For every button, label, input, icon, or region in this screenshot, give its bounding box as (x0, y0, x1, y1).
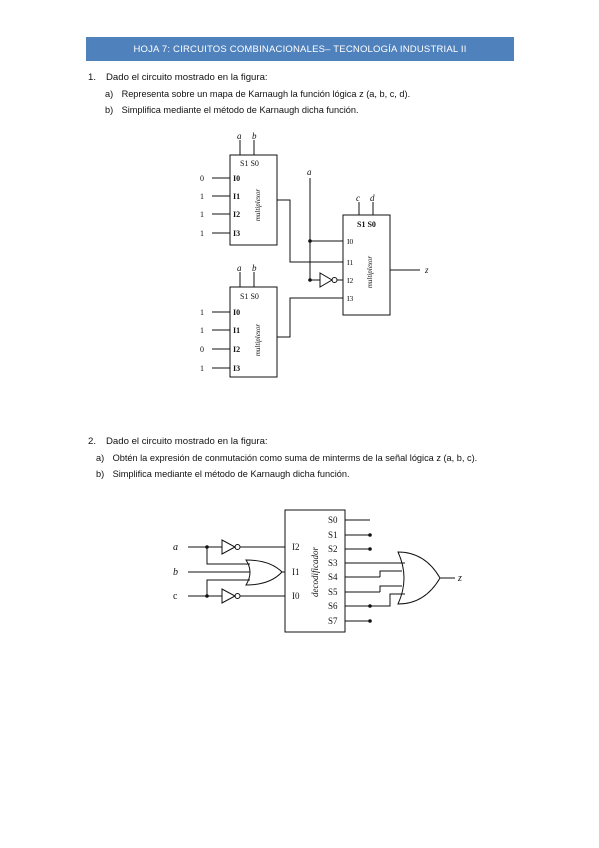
part-a-text: Representa sobre un mapa de Karnaugh la … (121, 89, 411, 99)
decoder-input-label: I2 (292, 542, 300, 552)
mux1-input-value: 0 (200, 174, 204, 183)
mux2-select-b: b (252, 263, 257, 273)
mux2-input-value: 1 (200, 326, 204, 335)
question-2-part-a: a) Obtén la expresión de conmutación com… (96, 452, 477, 465)
decoder-output-label: S4 (328, 572, 338, 582)
part-a-label: a) (105, 89, 114, 99)
question-1-text: Dado el circuito mostrado en la figura: (106, 72, 268, 83)
part-b-label: b) (105, 105, 114, 115)
mux1-select-a: a (237, 131, 242, 141)
mux2-input-label: I3 (233, 364, 240, 373)
decoder-output-label: S5 (328, 587, 338, 597)
mux1-box (229, 154, 278, 246)
question-1-number: 1. (88, 72, 97, 83)
output-z-label: z (424, 265, 429, 275)
part-b-label: b) (96, 469, 105, 479)
junction-dot (308, 239, 312, 243)
mux3-input-label: I0 (347, 237, 353, 246)
mux2-input-value: 1 (200, 308, 204, 317)
output-terminal-dot (368, 619, 372, 623)
mux2-input-label: I1 (233, 326, 240, 335)
question-1: 1. Dado el circuito mostrado en la figura… (88, 71, 268, 84)
decoder-output-label: S3 (328, 558, 338, 568)
mux2-input-label: I2 (233, 345, 240, 354)
decoder-output-label: S7 (328, 616, 338, 626)
decoder-output-label: S1 (328, 530, 338, 540)
junction-dot (205, 594, 209, 598)
mux3-select-c: c (356, 193, 360, 203)
mux2-name: multiplexor (254, 324, 262, 357)
decoder-box (284, 509, 346, 633)
mux1-input-value: 1 (200, 192, 204, 201)
question-2-text: Dado el circuito mostrado en la figura: (106, 436, 268, 447)
mux3-box (342, 214, 391, 316)
header-title: HOJA 7: CIRCUITOS COMBINACIONALES– TECNO… (133, 43, 467, 55)
junction-dot (308, 278, 312, 282)
decoder-name: decodificador (310, 547, 320, 597)
decoder-input-label: I1 (292, 567, 300, 577)
part-b-text: Simplifica mediante el método de Karnaug… (112, 469, 350, 479)
part-a-text: Obtén la expresión de conmutación como s… (112, 453, 478, 463)
mux3-input-label: I1 (347, 258, 353, 267)
mux1-input-label: I0 (233, 174, 240, 183)
output-z-label: z (457, 573, 462, 584)
mux2-select-labels: S1 S0 (240, 292, 259, 301)
mux1-input-label: I1 (233, 192, 240, 201)
output-terminal-dot (368, 547, 372, 551)
mux3-input-label: I2 (347, 276, 353, 285)
mux2-input-value: 1 (200, 364, 204, 373)
header-bar: HOJA 7: CIRCUITOS COMBINACIONALES– TECNO… (86, 37, 514, 61)
mux1-input-label: I3 (233, 229, 240, 238)
decoder-output-label: S0 (328, 515, 338, 525)
question-2-part-b: b) Simplifica mediante el método de Karn… (96, 468, 350, 481)
part-a-label: a) (96, 453, 105, 463)
question-1-part-a: a) Representa sobre un mapa de Karnaugh … (105, 88, 410, 101)
decoder-output-label: S6 (328, 601, 338, 611)
mux1-input-value: 1 (200, 210, 204, 219)
mux1-select-b: b (252, 131, 257, 141)
question-1-part-b: b) Simplifica mediante el método de Karn… (105, 104, 359, 117)
mux2-box (229, 286, 278, 378)
input-a-label: a (173, 542, 178, 553)
mux3-select-d: d (370, 193, 375, 203)
input-a-label: a (307, 167, 312, 177)
mux2-input-label: I0 (233, 308, 240, 317)
mux2-select-a: a (237, 263, 242, 273)
decoder-output-label: S2 (328, 544, 338, 554)
mux3-name: multiplexor (366, 256, 374, 289)
part-b-text: Simplifica mediante el método de Karnaug… (121, 105, 359, 115)
decoder-input-label: I0 (292, 591, 300, 601)
question-2-number: 2. (88, 436, 97, 447)
mux1-select-labels: S1 S0 (240, 159, 259, 168)
mux3-input-label: I3 (347, 294, 353, 303)
mux1-name: multiplexor (254, 189, 262, 222)
question-2: 2. Dado el circuito mostrado en la figura… (88, 435, 268, 448)
mux1-input-value: 1 (200, 229, 204, 238)
mux1-input-label: I2 (233, 210, 240, 219)
output-terminal-dot (368, 533, 372, 537)
mux2-input-value: 0 (200, 345, 204, 354)
junction-dot (205, 545, 209, 549)
mux3-select-labels: S1 S0 (357, 220, 376, 229)
output-terminal-dot (368, 604, 372, 608)
input-c-label: c (173, 591, 178, 602)
input-b-label: b (173, 567, 178, 578)
